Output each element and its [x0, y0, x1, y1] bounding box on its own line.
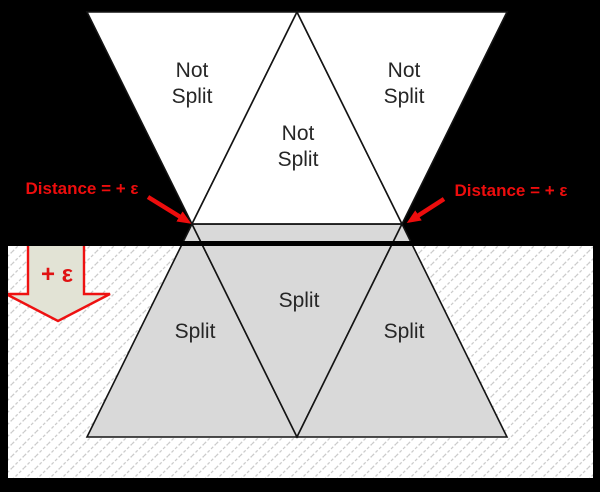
right-border — [593, 246, 600, 492]
epsilon-shift-arrow — [5, 241, 111, 323]
left-border — [0, 246, 8, 492]
triangle-not-split-right — [295, 11, 509, 226]
bottom-border — [0, 478, 600, 492]
triangle-split-right — [295, 222, 509, 438]
shifted-boundary-line — [0, 241, 600, 246]
distance-arrow-left — [146, 195, 192, 224]
distance-arrow-right — [406, 197, 446, 223]
